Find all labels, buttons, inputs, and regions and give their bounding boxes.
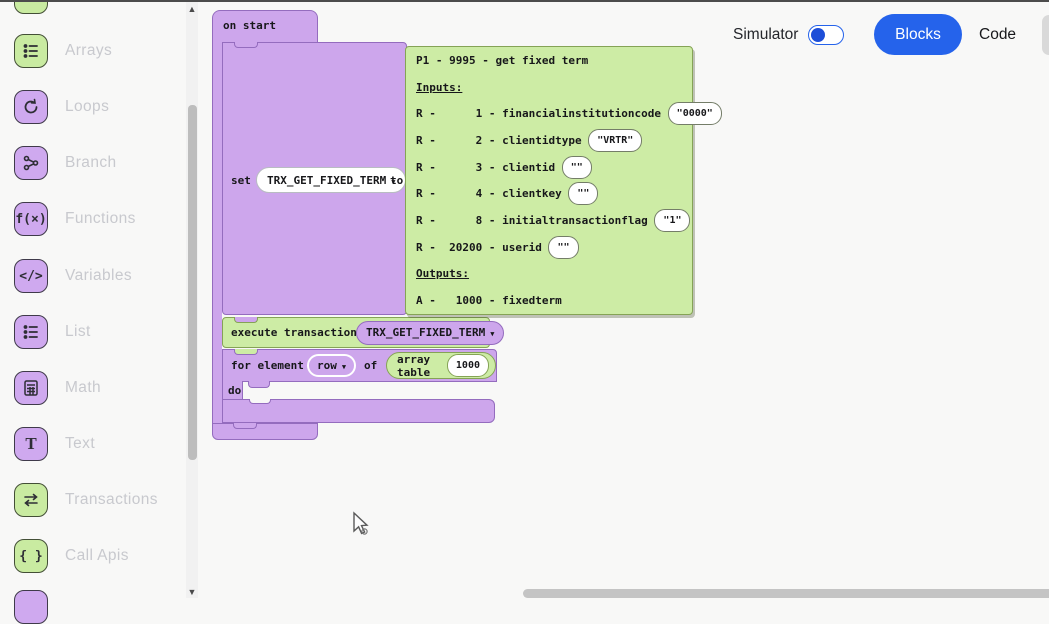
sidebar-item-text[interactable]: T Text bbox=[0, 427, 186, 461]
on-start-block-spine[interactable] bbox=[212, 42, 222, 425]
list-icon bbox=[14, 34, 48, 68]
braces-icon: { } bbox=[14, 539, 48, 573]
transaction-details-block[interactable]: P1 - 9995 - get fixed term Inputs: R - 1… bbox=[405, 46, 722, 315]
sidebar-item-arrays[interactable]: Arrays bbox=[0, 34, 186, 68]
transaction-title: P1 - 9995 - get fixed term bbox=[416, 53, 589, 67]
code-tab-button[interactable]: Code bbox=[979, 25, 1017, 43]
block-category-sidebar: Arrays Loops Branch f(×) Functions </> V bbox=[0, 0, 200, 624]
sidebar-item-label: Transactions bbox=[65, 491, 158, 508]
swap-icon bbox=[14, 483, 48, 517]
connector-notch bbox=[234, 317, 258, 323]
sidebar-item-list[interactable]: List bbox=[0, 315, 186, 349]
variable-dropdown[interactable]: TRX_GET_FIXED_TERM bbox=[256, 167, 407, 193]
sidebar-item-call-apis[interactable]: { } Call Apis bbox=[0, 539, 186, 573]
storage-icon bbox=[14, 0, 48, 14]
list-icon bbox=[14, 315, 48, 349]
array-number-field[interactable]: 1000 bbox=[446, 354, 489, 377]
sidebar-item-label: Text bbox=[65, 435, 96, 452]
clipped-edge-control bbox=[1042, 15, 1049, 55]
output-row: A - 1000 - fixedterm bbox=[416, 294, 562, 308]
connector-notch bbox=[233, 423, 257, 429]
workspace-hscrollbar-thumb[interactable] bbox=[523, 589, 1049, 598]
sidebar-item-label: Math bbox=[65, 379, 102, 396]
execute-transaction-label: execute transaction bbox=[231, 326, 357, 339]
sidebar-item-label: Variables bbox=[65, 267, 133, 284]
text-icon: T bbox=[14, 427, 48, 461]
array-table-value-block[interactable]: array table 1000 bbox=[386, 352, 496, 379]
input-value-field[interactable]: "VRTR" bbox=[588, 128, 643, 152]
chevron-down-icon bbox=[342, 359, 346, 372]
input-row: R - 20200 - userid "" bbox=[416, 234, 692, 261]
on-start-block[interactable]: on start bbox=[212, 10, 318, 43]
sidebar-item-label: Call Apis bbox=[65, 547, 129, 564]
unknown-icon bbox=[14, 590, 48, 624]
sidebar-item-label: List bbox=[65, 323, 91, 340]
window-top-border bbox=[0, 0, 1049, 2]
for-element-block-bottom[interactable] bbox=[222, 399, 495, 423]
loop-icon bbox=[14, 90, 48, 124]
mouse-cursor bbox=[353, 511, 369, 535]
blocks-tab-button[interactable]: Blocks bbox=[874, 14, 962, 55]
for-element-label: for element bbox=[231, 359, 304, 372]
do-label: do bbox=[222, 381, 243, 400]
sidebar-item-loops[interactable]: Loops bbox=[0, 90, 186, 124]
sidebar-item-math[interactable]: Math bbox=[0, 371, 186, 405]
loop-variable-dropdown[interactable]: row bbox=[307, 354, 357, 377]
input-value-field[interactable]: "0000" bbox=[667, 102, 722, 126]
input-row: R - 1 - financialinstitutioncode "0000" bbox=[416, 100, 722, 127]
simulator-label: Simulator bbox=[733, 26, 799, 43]
sidebar-item-functions[interactable]: f(×) Functions bbox=[0, 202, 186, 236]
sidebar-item-label: Functions bbox=[65, 210, 136, 227]
for-element-block[interactable]: for element row of array table 1000 bbox=[222, 349, 497, 382]
of-label: of bbox=[364, 359, 378, 372]
on-start-label: on start bbox=[223, 19, 276, 32]
sidebar-item-label: Loops bbox=[65, 98, 110, 115]
sidebar-item-branch[interactable]: Branch bbox=[0, 146, 186, 180]
outputs-header: Outputs: bbox=[416, 267, 469, 281]
chevron-down-icon bbox=[490, 326, 494, 339]
sidebar-item-partial-top[interactable] bbox=[0, 0, 186, 14]
input-value-field[interactable]: "" bbox=[548, 235, 579, 259]
scroll-up-icon[interactable]: ▲ bbox=[187, 4, 197, 14]
function-icon: f(×) bbox=[14, 202, 48, 236]
connector-notch bbox=[234, 349, 258, 355]
calculator-icon bbox=[14, 371, 48, 405]
connector-notch bbox=[234, 42, 258, 48]
statement-slot-tab bbox=[248, 381, 270, 388]
input-row: R - 8 - initialtransactionflag "1" bbox=[416, 207, 692, 234]
inputs-header: Inputs: bbox=[416, 80, 463, 94]
input-value-field[interactable]: "1" bbox=[654, 208, 691, 232]
execute-transaction-block[interactable]: execute transaction TRX_GET_FIXED_TERM bbox=[222, 317, 505, 348]
scroll-down-icon[interactable]: ▼ bbox=[187, 587, 197, 597]
transaction-dropdown[interactable]: TRX_GET_FIXED_TERM bbox=[356, 320, 505, 345]
to-label: to bbox=[390, 173, 404, 187]
empty-statement-notch bbox=[249, 399, 271, 404]
sidebar-item-transactions[interactable]: Transactions bbox=[0, 483, 186, 517]
on-start-block-bottom[interactable] bbox=[212, 423, 318, 440]
set-variable-block[interactable]: set TRX_GET_FIXED_TERM to bbox=[222, 42, 407, 315]
sidebar-item-label: Arrays bbox=[65, 42, 113, 59]
toggle-knob bbox=[810, 27, 825, 42]
input-row: R - 4 - clientkey "" bbox=[416, 180, 692, 207]
sidebar-item-label: Branch bbox=[65, 154, 117, 171]
input-value-field[interactable]: "" bbox=[568, 182, 599, 206]
simulator-toggle[interactable] bbox=[808, 25, 844, 45]
input-row: R - 3 - clientid "" bbox=[416, 154, 692, 181]
sidebar-scrollbar-thumb[interactable] bbox=[187, 105, 197, 460]
input-row: R - 2 - clientidtype "VRTR" bbox=[416, 127, 692, 154]
array-table-label: array table bbox=[397, 352, 431, 379]
input-value-field[interactable]: "" bbox=[561, 155, 592, 179]
branch-icon bbox=[14, 146, 48, 180]
sidebar-item-variables[interactable]: </> Variables bbox=[0, 259, 186, 293]
set-label: set bbox=[231, 173, 251, 187]
code-icon: </> bbox=[14, 259, 48, 293]
sidebar-item-partial-bottom[interactable] bbox=[0, 590, 186, 624]
